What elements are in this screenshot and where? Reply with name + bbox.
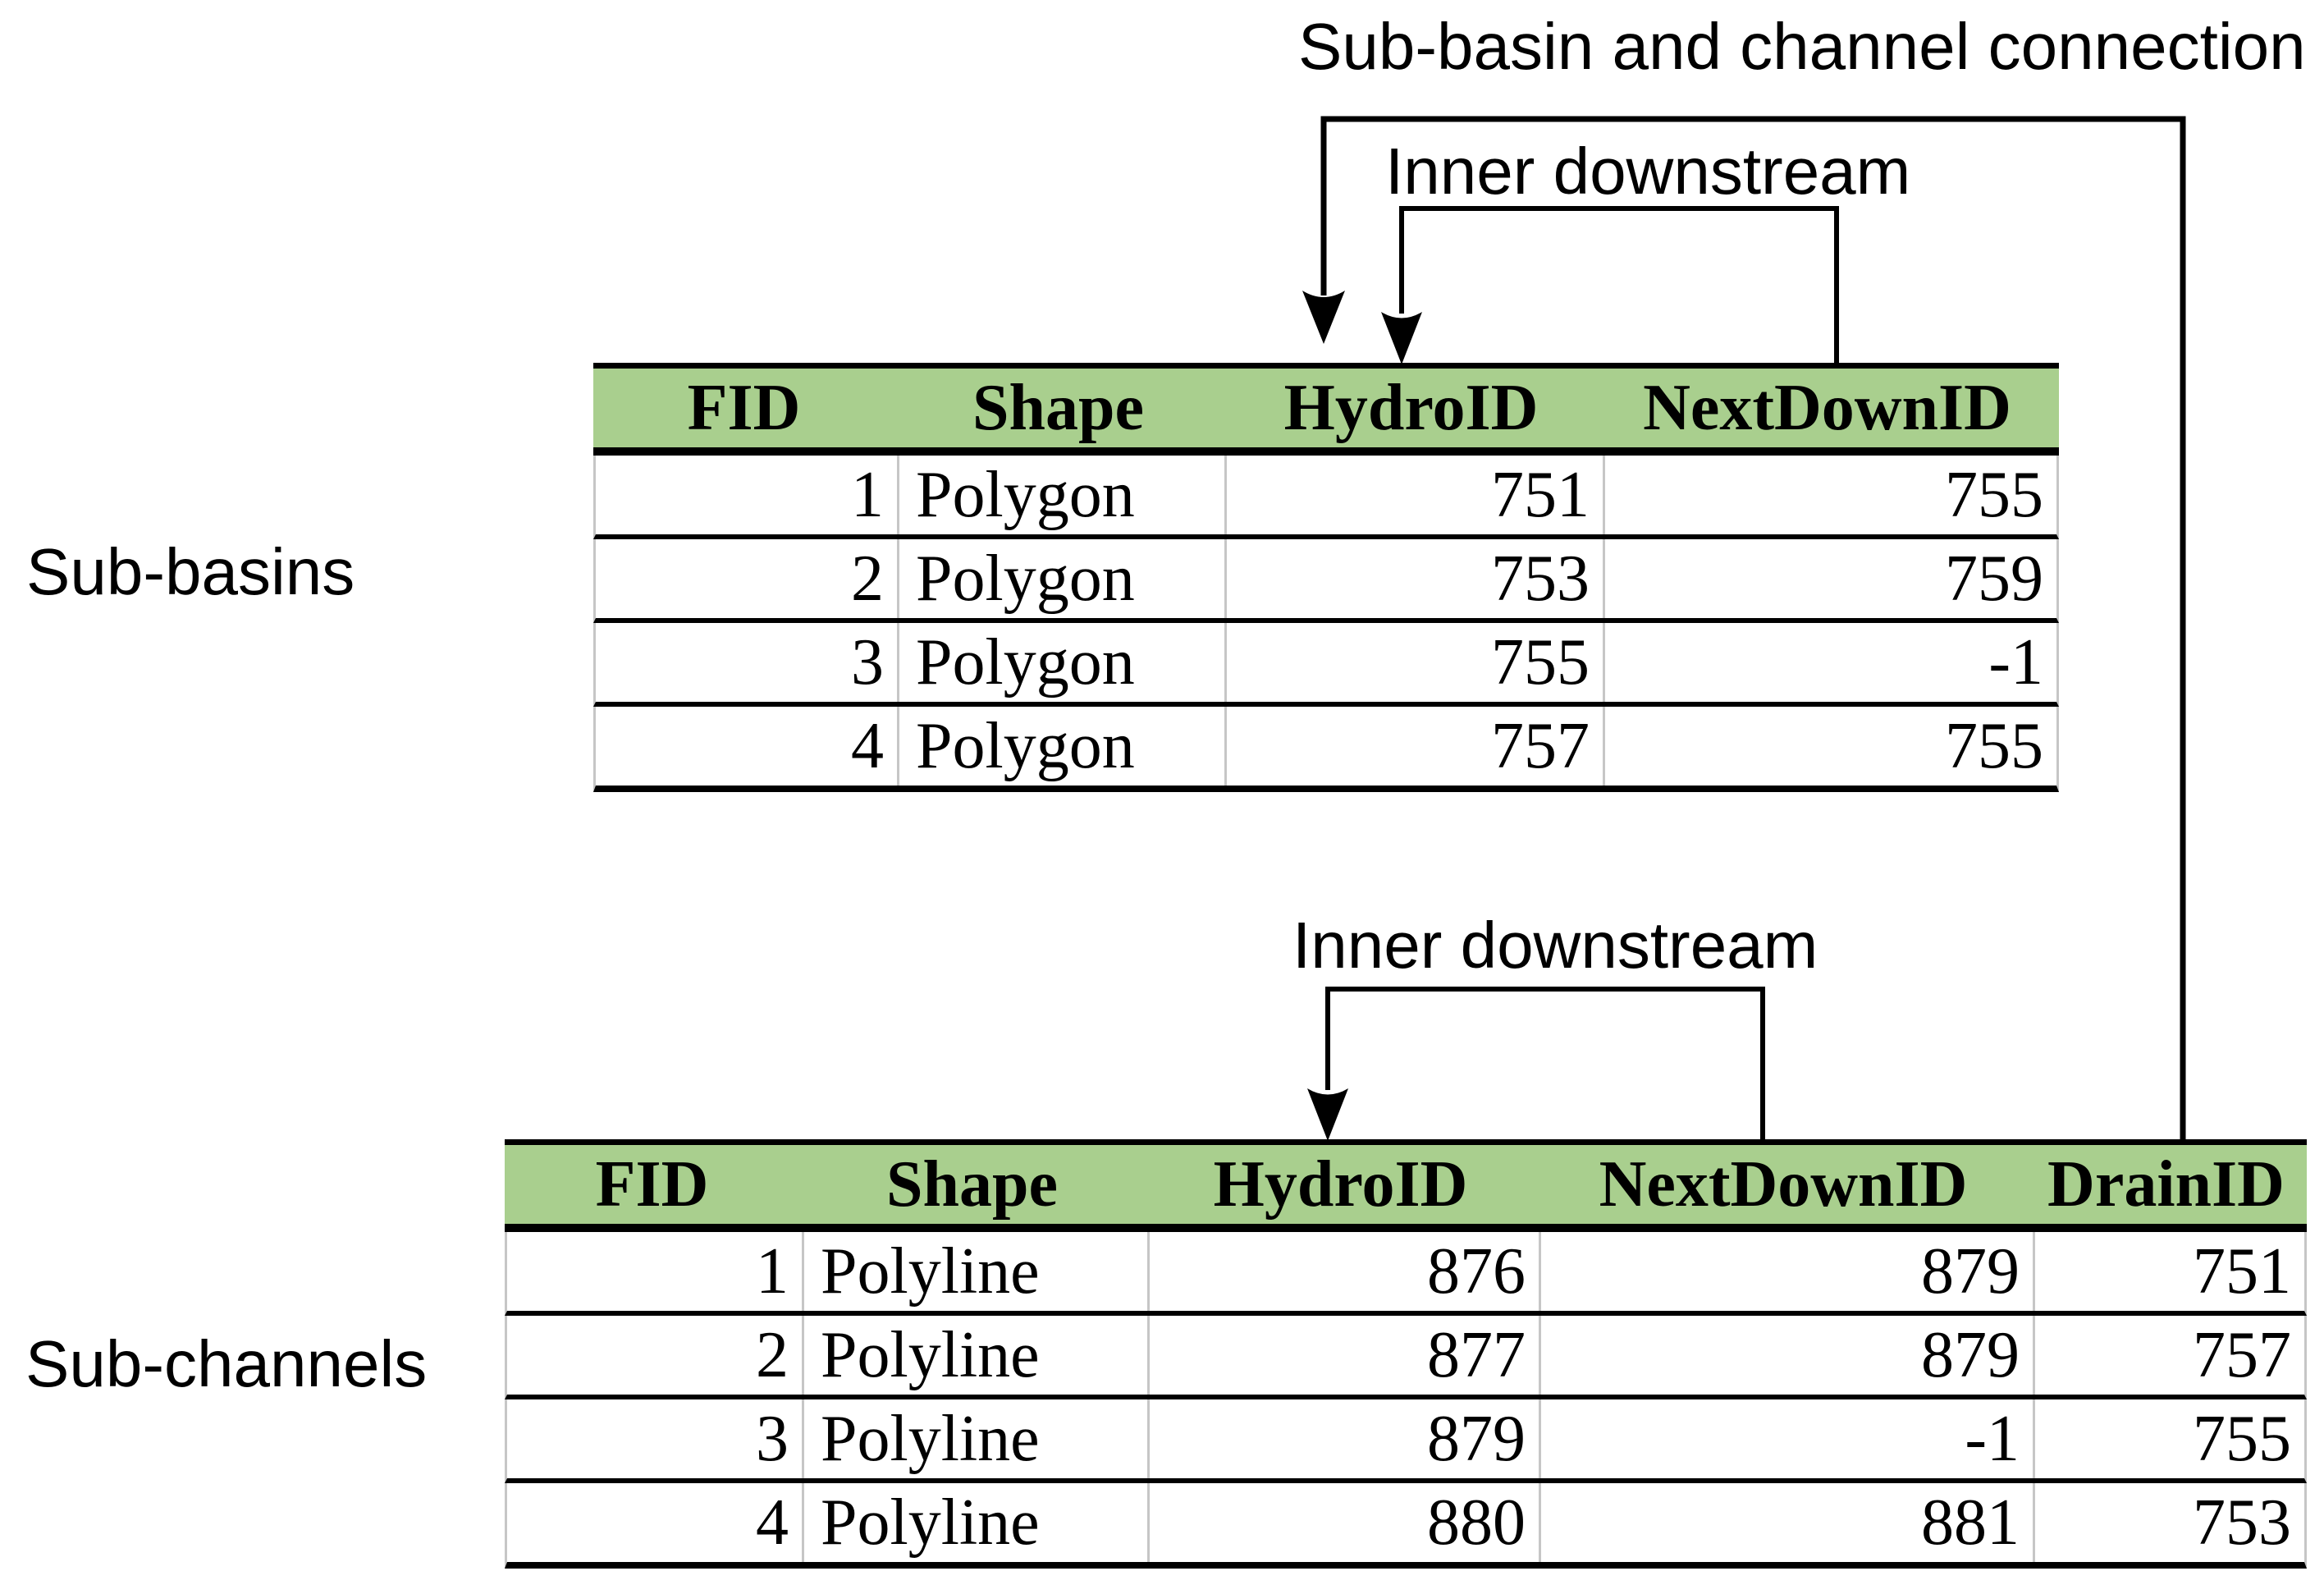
cell-fid: 2 <box>756 1318 789 1391</box>
cell-fid: 2 <box>851 542 884 615</box>
cell-fid: 4 <box>851 709 884 782</box>
column-header-hydroid: HydroID <box>1213 1147 1468 1221</box>
cell-shape: Polyline <box>802 1232 1147 1311</box>
cell-drainid: 753 <box>2033 1483 2304 1562</box>
cell-fid: 3 <box>851 625 884 699</box>
inner-downstream-top-label: Inner downstream <box>1385 135 1911 208</box>
cell-fid: 4 <box>756 1486 789 1559</box>
cell-fid: 1 <box>851 458 884 531</box>
table-header-row: FID Shape HydroID NextDownID DrainID <box>505 1139 2307 1232</box>
column-header-hydroid: HydroID <box>1283 371 1539 444</box>
inner-downstream-bottom-arrowhead-icon <box>1307 1088 1348 1141</box>
column-header-shape: Shape <box>972 371 1144 444</box>
cell-drainid: 755 <box>2033 1399 2304 1478</box>
cell-hydroid: 876 <box>1147 1232 1539 1311</box>
column-header-fid: FID <box>595 1147 709 1221</box>
inner-downstream-top-line <box>1399 206 1839 364</box>
cell-nextdownid: 881 <box>1539 1483 2033 1562</box>
cell-shape: Polygon <box>897 707 1224 786</box>
cell-shape: Polyline <box>802 1483 1147 1562</box>
cell-nextdownid: 879 <box>1539 1232 2033 1311</box>
column-header-nextdownid: NextDownID <box>1599 1147 1968 1221</box>
cell-hydroid: 877 <box>1147 1316 1539 1395</box>
cell-shape: Polygon <box>897 456 1224 534</box>
column-header-fid: FID <box>687 371 801 444</box>
column-header-drainid: DrainID <box>2047 1147 2285 1221</box>
cell-shape: Polygon <box>897 539 1224 618</box>
connection-arrowhead-icon <box>1302 291 1345 344</box>
sub-basins-label: Sub-basins <box>26 535 355 608</box>
cell-nextdownid: -1 <box>1603 623 2056 702</box>
inner-downstream-bottom-line <box>1325 987 1765 1141</box>
column-header-shape: Shape <box>886 1147 1058 1221</box>
cell-shape: Polyline <box>802 1316 1147 1395</box>
cell-hydroid: 879 <box>1147 1399 1539 1478</box>
cell-nextdownid: 759 <box>1603 539 2056 618</box>
cell-hydroid: 755 <box>1224 623 1603 702</box>
cell-hydroid: 753 <box>1224 539 1603 618</box>
cell-nextdownid: 879 <box>1539 1316 2033 1395</box>
cell-fid: 3 <box>756 1402 789 1475</box>
sub-channels-label: Sub-channels <box>25 1327 428 1400</box>
cell-fid: 1 <box>756 1234 789 1308</box>
cell-shape: Polygon <box>897 623 1224 702</box>
cell-drainid: 757 <box>2033 1316 2304 1395</box>
column-header-nextdownid: NextDownID <box>1643 371 2011 444</box>
inner-downstream-top-arrowhead-icon <box>1381 312 1422 364</box>
cell-hydroid: 751 <box>1224 456 1603 534</box>
cell-nextdownid: 755 <box>1603 456 2056 534</box>
table-header-row: FID Shape HydroID NextDownID <box>593 363 2059 456</box>
cell-drainid: 751 <box>2033 1232 2304 1311</box>
cell-nextdownid: -1 <box>1539 1399 2033 1478</box>
cell-nextdownid: 755 <box>1603 707 2056 786</box>
cell-hydroid: 757 <box>1224 707 1603 786</box>
connection-label: Sub-basin and channel connection <box>1298 10 2306 83</box>
cell-shape: Polyline <box>802 1399 1147 1478</box>
cell-hydroid: 880 <box>1147 1483 1539 1562</box>
inner-downstream-bottom-label: Inner downstream <box>1292 909 1818 982</box>
